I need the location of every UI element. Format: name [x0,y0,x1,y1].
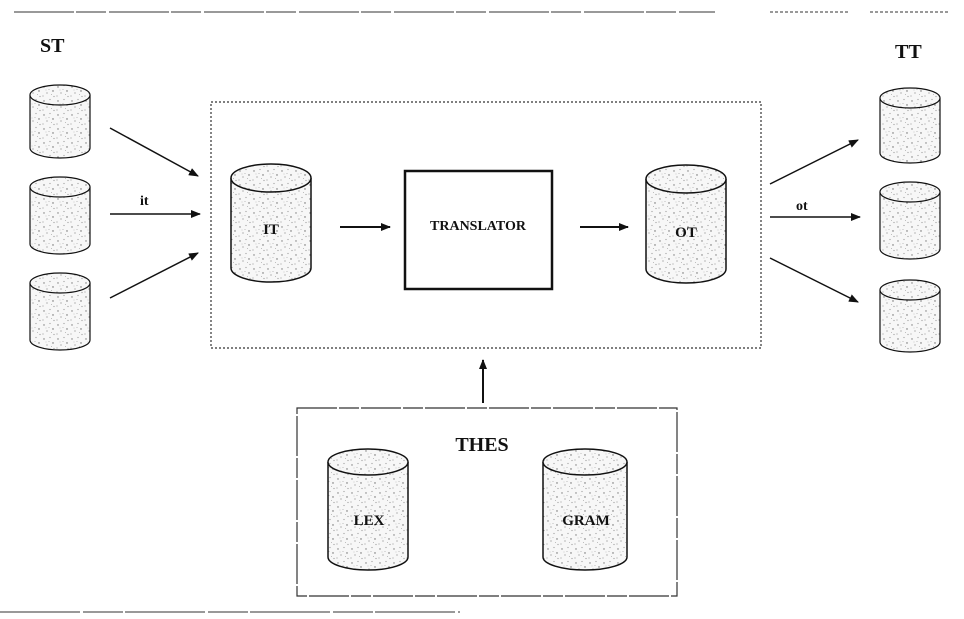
target-text-store-3 [879,279,941,353]
target-text-store-1 [879,87,941,164]
translator-box [403,169,554,291]
output-arrow-1 [769,139,859,185]
lexicon-label: LEX [354,513,385,529]
thesaurus-box [296,407,678,597]
output-text-store-label: OT [675,225,697,241]
input-arrow-label: it [140,194,149,209]
grammar-label: GRAM [562,513,610,529]
output-text-store [645,164,727,284]
input-text-store [230,163,312,283]
input-arrow-1 [109,127,199,177]
translator-label: TRANSLATOR [430,219,527,234]
source-text-store-2 [29,176,91,255]
thesaurus-label: THES [455,434,508,456]
target-texts-label: TT [895,41,922,63]
source-text-store-1 [29,84,91,159]
input-text-store-label: IT [263,222,279,238]
target-text-store-2 [879,181,941,260]
system-boundary [210,101,762,349]
source-texts-label: ST [40,35,65,57]
lexicon-store [327,448,409,571]
grammar-store [542,448,628,571]
source-text-store-3 [29,272,91,351]
page-rules [0,11,950,613]
output-arrow-3 [769,257,859,303]
input-arrow-3 [109,252,199,299]
output-arrow-label: ot [796,199,808,214]
